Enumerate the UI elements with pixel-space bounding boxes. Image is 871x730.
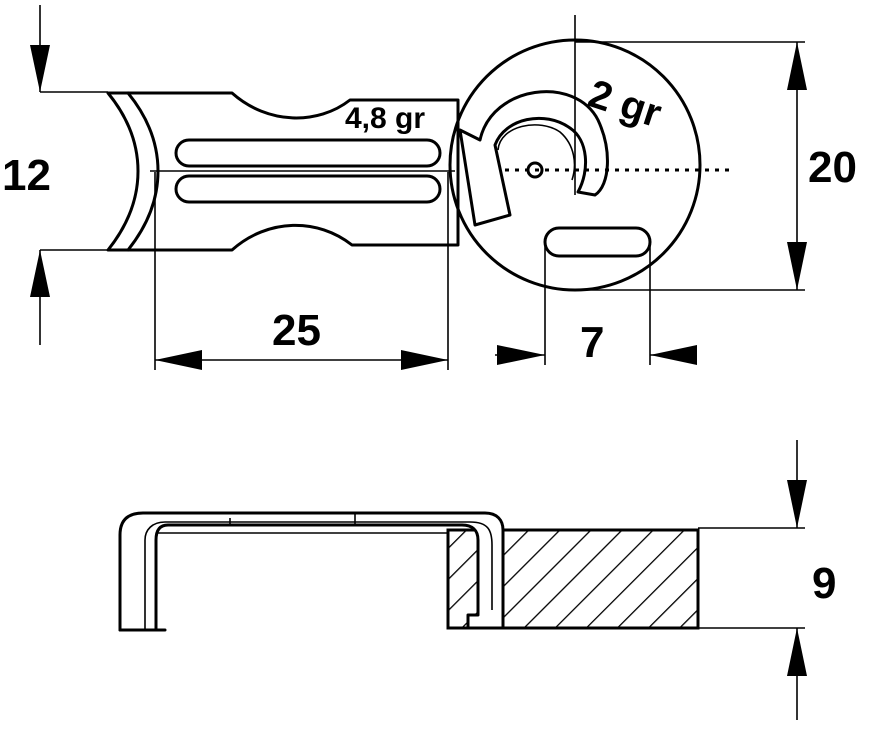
dimension-slot-width: 7 bbox=[495, 242, 697, 367]
dimension-arrow bbox=[787, 480, 807, 528]
dimension-arrow bbox=[787, 628, 807, 676]
hook-profile bbox=[118, 511, 505, 632]
top-view: 4,8 gr 2 gr 12 25 bbox=[2, 5, 857, 370]
dimension-label-slot-width: 7 bbox=[580, 318, 604, 367]
dimension-arrow bbox=[787, 42, 807, 90]
dimension-arrow bbox=[401, 350, 448, 370]
hook-inner-line bbox=[144, 521, 493, 630]
body-weight-label: 4,8 gr bbox=[345, 102, 425, 135]
dimension-arrow bbox=[30, 250, 50, 297]
dimension-arrow bbox=[497, 345, 545, 365]
dimension-thickness: 9 bbox=[698, 440, 836, 720]
lower-slot bbox=[174, 174, 442, 204]
dimension-arrow bbox=[650, 345, 697, 365]
dimension-arrow bbox=[787, 242, 807, 290]
disc-hook-groove bbox=[497, 124, 576, 181]
disc-slot bbox=[543, 226, 652, 258]
dimension-diameter: 20 bbox=[575, 41, 857, 291]
dimension-label-length: 25 bbox=[272, 306, 321, 355]
dimension-arrow bbox=[30, 45, 50, 92]
dimension-label-height: 12 bbox=[2, 151, 51, 200]
side-view: 9 bbox=[118, 440, 836, 720]
body-plate-outline bbox=[106, 91, 460, 252]
disc-weight-label: 2 gr bbox=[583, 72, 666, 137]
disc-hook bbox=[458, 90, 609, 227]
dimension-label-thickness: 9 bbox=[812, 559, 836, 608]
upper-slot bbox=[174, 138, 442, 168]
dimension-label-diameter: 20 bbox=[808, 143, 857, 192]
dimension-length: 25 bbox=[154, 172, 449, 370]
dimension-arrow bbox=[155, 350, 202, 370]
dimension-height-left: 12 bbox=[2, 5, 108, 345]
